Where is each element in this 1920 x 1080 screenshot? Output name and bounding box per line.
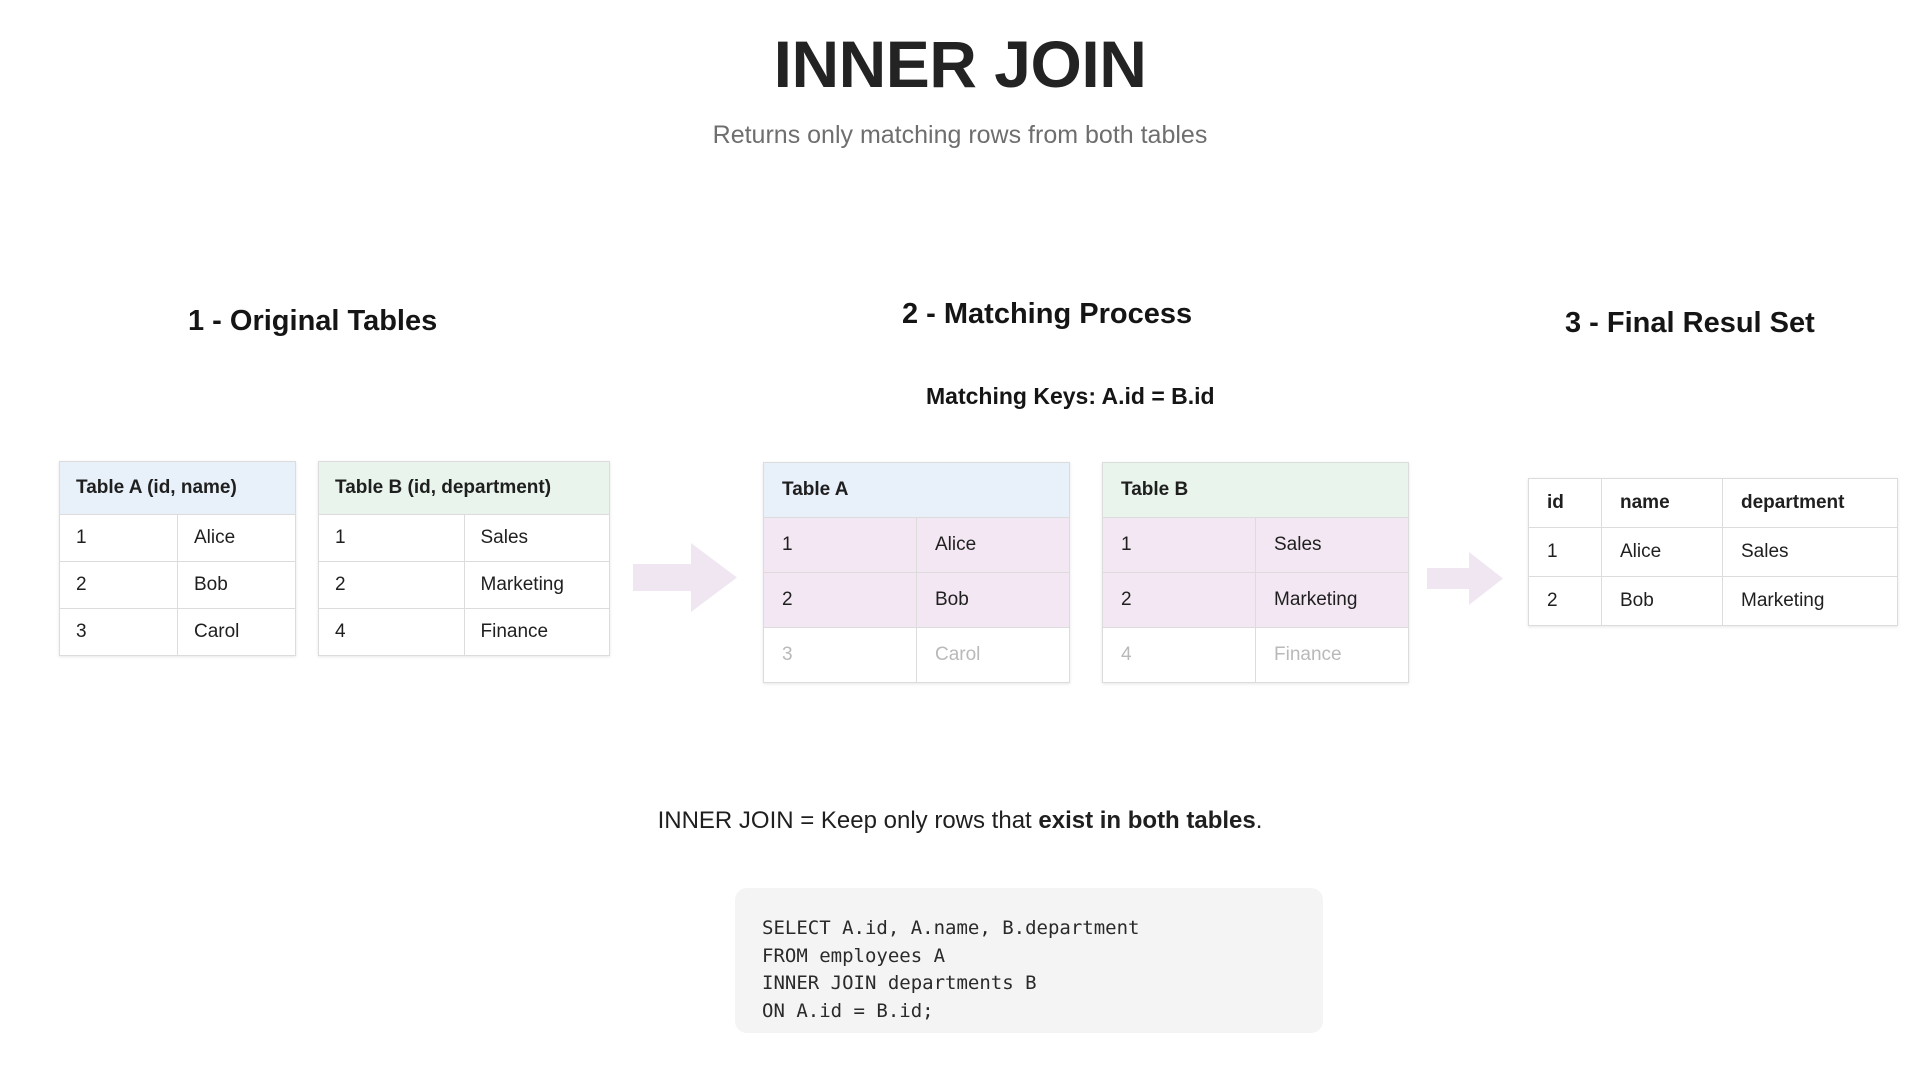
table-a-title: Table A (id, name) (59, 461, 296, 515)
section-heading-matching-process: 2 - Matching Process (902, 298, 1193, 330)
result-table: id name department 1 Alice Sales 2 Bob M… (1528, 478, 1898, 626)
cell-name: Carol (177, 608, 296, 656)
table-header-row: Table B (id, department) (318, 461, 610, 515)
cell-department: Finance (1255, 627, 1409, 683)
cell-id: 2 (763, 572, 917, 628)
caption-lead: INNER JOIN = Keep only rows that (657, 807, 1039, 834)
table-row: 2 Marketing (318, 561, 610, 609)
original-table-b: Table B (id, department) 1 Sales 2 Marke… (318, 461, 610, 656)
cell-id: 2 (59, 561, 178, 609)
cell-id: 2 (1102, 572, 1256, 628)
table-row: 2 Bob Marketing (1528, 576, 1898, 626)
matching-table-b-title: Table B (1102, 462, 1409, 518)
cell-name: Alice (177, 514, 296, 562)
cell-department: Sales (1722, 527, 1898, 577)
right-arrow-icon (1427, 552, 1503, 605)
cell-id: 1 (763, 517, 917, 573)
table-row-matched: 2 Bob (763, 572, 1070, 628)
cell-id: 2 (318, 561, 465, 609)
table-row-matched: 1 Sales (1102, 517, 1409, 573)
result-column-department: department (1722, 478, 1898, 528)
cell-department: Sales (463, 514, 610, 562)
page-header: INNER JOIN Returns only matching rows fr… (0, 27, 1920, 150)
right-arrow-icon (633, 543, 737, 612)
table-row-unmatched: 3 Carol (763, 627, 1070, 683)
table-header-row: Table A (id, name) (59, 461, 296, 515)
cell-name: Bob (1601, 576, 1723, 626)
section-heading-original-tables: 1 - Original Tables (188, 305, 438, 337)
table-header-row: Table B (1102, 462, 1409, 518)
cell-id: 4 (318, 608, 465, 656)
cell-id: 2 (1528, 576, 1602, 626)
original-table-a: Table A (id, name) 1 Alice 2 Bob 3 Carol (59, 461, 296, 656)
page-subtitle: Returns only matching rows from both tab… (712, 121, 1208, 150)
cell-id: 4 (1102, 627, 1256, 683)
cell-name: Carol (916, 627, 1070, 683)
sql-code-text: SELECT A.id, A.name, B.department FROM e… (762, 917, 1140, 1023)
matching-table-a-title: Table A (763, 462, 1070, 518)
table-b-title: Table B (id, department) (318, 461, 610, 515)
matching-keys-label: Matching Keys: A.id = B.id (926, 383, 1215, 409)
cell-department: Marketing (463, 561, 610, 609)
summary-caption: INNER JOIN = Keep only rows that exist i… (0, 807, 1920, 835)
table-row: 3 Carol (59, 608, 296, 656)
cell-id: 1 (1102, 517, 1256, 573)
caption-emphasis: exist in both tables (1038, 807, 1256, 834)
matching-table-b: Table B 1 Sales 2 Marketing 4 Finance (1102, 462, 1409, 683)
cell-name: Bob (177, 561, 296, 609)
cell-name: Alice (1601, 527, 1723, 577)
cell-id: 1 (1528, 527, 1602, 577)
page-title: INNER JOIN (773, 27, 1147, 101)
cell-name: Bob (916, 572, 1070, 628)
cell-department: Finance (463, 608, 610, 656)
table-row-matched: 2 Marketing (1102, 572, 1409, 628)
table-row: 1 Sales (318, 514, 610, 562)
cell-name: Alice (916, 517, 1070, 573)
cell-id: 1 (318, 514, 465, 562)
result-column-id: id (1528, 478, 1602, 528)
caption-tail: . (1255, 807, 1263, 834)
result-column-name: name (1601, 478, 1723, 528)
table-header-row: id name department (1528, 478, 1898, 528)
sql-code-block: SELECT A.id, A.name, B.department FROM e… (735, 888, 1323, 1033)
section-heading-final-result-set: 3 - Final Resul Set (1565, 307, 1815, 339)
cell-department: Sales (1255, 517, 1409, 573)
cell-id: 1 (59, 514, 178, 562)
table-row: 1 Alice Sales (1528, 527, 1898, 577)
table-row: 4 Finance (318, 608, 610, 656)
table-header-row: Table A (763, 462, 1070, 518)
cell-department: Marketing (1722, 576, 1898, 626)
cell-department: Marketing (1255, 572, 1409, 628)
table-row: 2 Bob (59, 561, 296, 609)
table-row: 1 Alice (59, 514, 296, 562)
cell-id: 3 (763, 627, 917, 683)
table-row-matched: 1 Alice (763, 517, 1070, 573)
table-row-unmatched: 4 Finance (1102, 627, 1409, 683)
matching-table-a: Table A 1 Alice 2 Bob 3 Carol (763, 462, 1070, 683)
cell-id: 3 (59, 608, 178, 656)
